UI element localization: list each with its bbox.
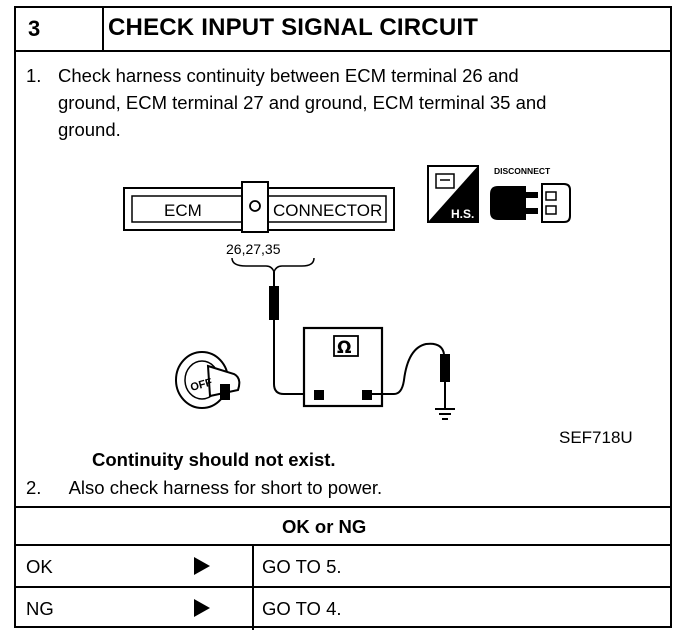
terminal-numbers: 26,27,35 [226,241,281,257]
ground-lead [372,342,450,408]
continuity-note: Continuity should not exist. [92,449,336,470]
arrow-right-icon [194,599,210,617]
ecm-label: ECM [164,201,202,220]
result-action: GO TO 4. [262,598,342,619]
test-diagram: ECM CONNECTOR 26,27,35 Ω [123,165,571,420]
result-row-ok: OK GO TO 5. [16,544,670,588]
header-divider [102,8,104,50]
step-header: 3 CHECK INPUT SIGNAL CIRCUIT [16,8,670,52]
result-label: OK [26,556,53,577]
instruction-2-number: 2. [26,477,42,498]
result-header-label: OK or NG [282,516,367,537]
instruction-1-line-3: ground. [58,119,121,140]
procedure-box: 3 CHECK INPUT SIGNAL CIRCUIT 1. Check ha… [14,6,672,630]
instruction-2: 2. Also check harness for short to power… [26,477,382,499]
result-label: NG [26,598,54,619]
harness-side-icon: H.S. [427,165,479,223]
terminal-brace [231,257,315,275]
result-row-ng: NG GO TO 4. [16,586,670,630]
disconnect-connector-icon: DISCONNECT [490,166,571,223]
instruction-1-number: 1. [26,65,42,86]
row-divider [252,588,254,630]
figure-code: SEF718U [559,428,633,447]
hs-label: H.S. [451,207,474,221]
instruction-1-line-1: Check harness continuity between ECM ter… [58,65,519,86]
connector-label: CONNECTOR [273,201,382,220]
arrow-right-icon [194,557,210,575]
result-header: OK or NG [16,506,670,546]
ignition-key-off-icon: OFF [175,351,241,409]
row-divider [252,546,254,588]
step-number: 3 [28,16,41,41]
step-title: CHECK INPUT SIGNAL CIRCUIT [108,14,479,41]
instruction-2-text: Also check harness for short to power. [68,477,383,498]
ignition-off-label: OFF [189,377,214,394]
disconnect-label: DISCONNECT [494,166,551,176]
ground-symbol-icon [435,408,455,420]
result-action: GO TO 5. [262,556,342,577]
instruction-1: 1. Check harness continuity between ECM … [26,62,656,143]
ecm-connector: ECM CONNECTOR [123,181,395,233]
meter-probe-lead [269,272,320,395]
instruction-1-line-2: ground, ECM terminal 27 and ground, ECM … [58,92,547,113]
ohmmeter-icon: Ω [302,326,384,408]
ohm-symbol: Ω [337,338,351,358]
